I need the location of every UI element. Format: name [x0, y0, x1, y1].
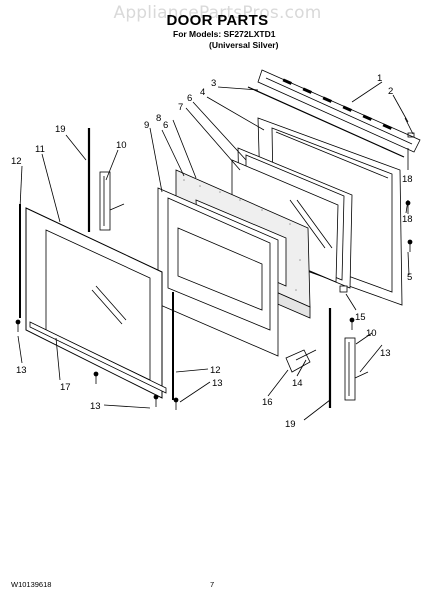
- callout-label: 19: [285, 419, 296, 430]
- part-outer-door: [25, 207, 163, 399]
- callout-label: 19: [55, 124, 66, 135]
- part-screws: [15, 148, 413, 410]
- callout-label: 3: [211, 78, 216, 89]
- callout-label: 13: [212, 378, 223, 389]
- callout-label: 10: [116, 140, 127, 151]
- page-number: 7: [210, 580, 215, 589]
- callout-label: 18: [402, 174, 413, 185]
- callout-label: 13: [16, 365, 27, 376]
- callout-label: 14: [292, 378, 303, 389]
- callout-label: 5: [407, 272, 412, 283]
- callout-label: 13: [380, 348, 391, 359]
- part-clip: [339, 285, 348, 293]
- callout-label: 6: [187, 93, 192, 104]
- callout-label: 8: [156, 113, 161, 124]
- callout-label: 17: [60, 382, 71, 393]
- part-bottom-trim: [29, 321, 167, 394]
- callout-label: 12: [11, 156, 22, 167]
- watermark: AppliancePartsPros.com: [113, 3, 322, 23]
- document-number: W10139618: [11, 580, 52, 589]
- part-rod: [247, 86, 405, 158]
- part-hinge-bracket: [285, 349, 317, 373]
- callout-label: 7: [178, 102, 183, 113]
- callout-label: 16: [262, 397, 273, 408]
- color-line: (Universal Silver): [209, 40, 279, 50]
- part-top-trim: [257, 69, 421, 153]
- callout-labels: 1 2 3 4 5 6 6 7 8 9 10 10 11 12 12 13 13…: [11, 73, 413, 430]
- callout-label: 4: [200, 87, 205, 98]
- callout-label: 12: [210, 365, 221, 376]
- callout-label: 6: [163, 120, 168, 131]
- models-line: For Models: SF272LXTD1: [173, 29, 276, 39]
- part-screw-2: [404, 117, 415, 138]
- page-title: DOOR PARTS: [166, 12, 269, 29]
- part-hinge-left: [99, 171, 125, 231]
- callout-label: 11: [35, 144, 45, 155]
- leader-lines: [17, 81, 410, 421]
- callout-label: 10: [366, 328, 377, 339]
- part-door-frame: [157, 187, 279, 357]
- callout-label: 2: [388, 86, 393, 97]
- callout-label: 18: [402, 214, 413, 225]
- callout-label: 9: [144, 120, 149, 131]
- callout-label: 15: [355, 312, 366, 323]
- callout-label: 13: [90, 401, 101, 412]
- callout-label: 1: [377, 73, 382, 84]
- part-hinge-right: [344, 337, 369, 401]
